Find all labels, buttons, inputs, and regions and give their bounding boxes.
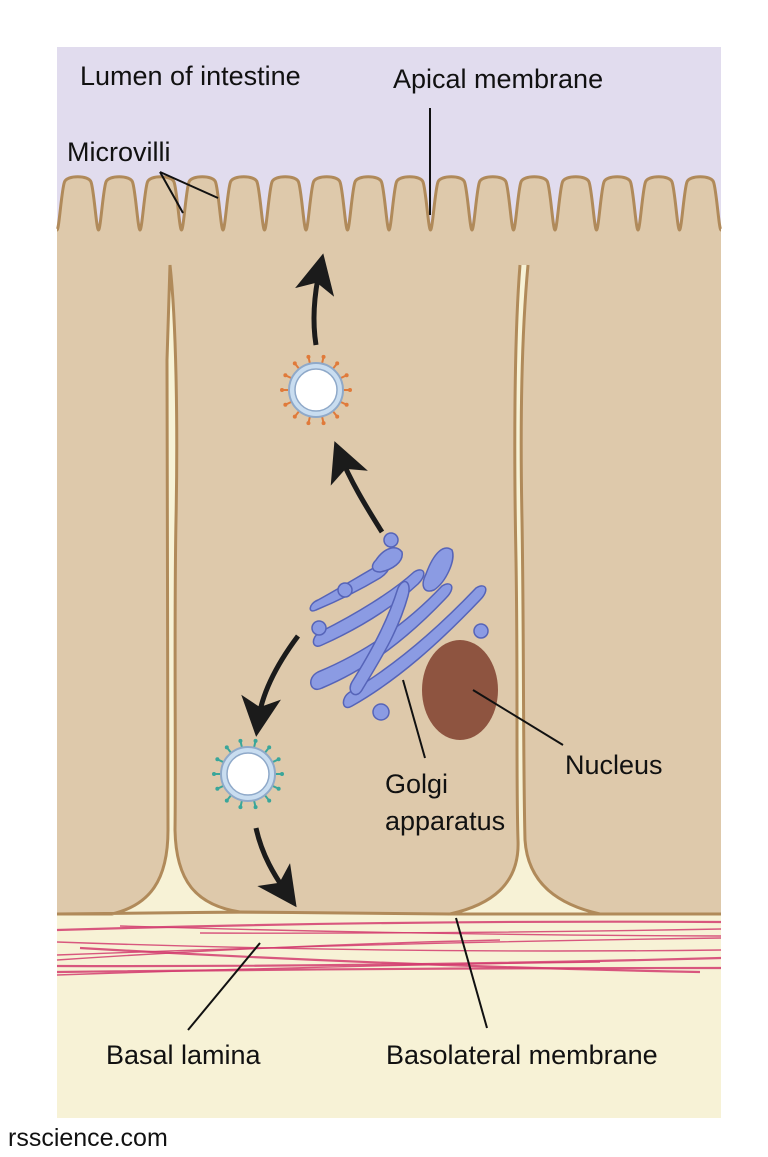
- arrow-golgi-up: [330, 441, 385, 534]
- vesicle-protein-head: [212, 772, 216, 776]
- fiber-strand: [56, 941, 722, 952]
- leader-microvilli-b: [159, 171, 219, 199]
- leader-microvilli-a: [159, 171, 184, 214]
- vesicle-protein-head: [238, 805, 243, 810]
- vesicle-protein-head: [321, 354, 326, 359]
- arrow-to-apical: [295, 253, 335, 346]
- vesicle-protein-head: [306, 421, 311, 426]
- vesicle-protein-head: [215, 786, 220, 791]
- basal-lamina-fibers: [56, 920, 722, 976]
- vesicle-protein-head: [253, 805, 258, 810]
- label-golgi-line1: Golgi: [385, 769, 448, 799]
- vesicle-protein-head: [292, 414, 297, 419]
- fiber-strand: [56, 939, 501, 961]
- leader-nucleus: [472, 689, 564, 746]
- vesicle-protein-head: [215, 757, 220, 762]
- vesicle-protein-head: [280, 772, 284, 776]
- label-golgi-line2: apparatus: [385, 806, 505, 836]
- vesicle-protein-head: [283, 402, 288, 407]
- vesicle-protein-head: [335, 414, 340, 419]
- vesicle-protein-head: [292, 361, 297, 366]
- vesicle-protein-head: [348, 388, 352, 392]
- label-basal-lamina: Basal lamina: [106, 1040, 262, 1070]
- vesicle-protein-head: [280, 388, 284, 392]
- label-nucleus: Nucleus: [565, 750, 663, 780]
- leader-basolateral: [455, 917, 488, 1029]
- vesicle-protein-head: [344, 373, 349, 378]
- vesicle-protein-head: [276, 757, 281, 762]
- label-microvilli: Microvilli: [67, 137, 171, 167]
- vesicle-protein-head: [224, 798, 229, 803]
- vesicle-protein-head: [238, 738, 243, 743]
- golgi-apparatus: [309, 532, 489, 721]
- basal-region: [57, 910, 721, 1118]
- fiber-strand: [56, 961, 601, 976]
- basolateral-membrane: [57, 910, 721, 916]
- apical-membrane-outline: [55, 175, 723, 232]
- arrow-golgi-down: [241, 634, 301, 737]
- vesicle-protein-head: [321, 421, 326, 426]
- fiber-strand: [56, 966, 722, 974]
- label-basolateral-membrane: Basolateral membrane: [386, 1040, 658, 1070]
- vesicle-protein-head: [335, 361, 340, 366]
- vesicle-protein-head: [344, 402, 349, 407]
- arrow-to-basolateral: [253, 827, 297, 908]
- vesicle-protein-head: [224, 745, 229, 750]
- label-apical-membrane: Apical membrane: [393, 64, 603, 94]
- credit-text: rsscience.com: [8, 1124, 168, 1152]
- vesicle-protein-head: [253, 738, 258, 743]
- basolateral-vesicle: [212, 738, 284, 810]
- leader-golgi: [402, 679, 426, 759]
- leader-lines: [159, 108, 564, 1031]
- vesicle-protein-head: [276, 786, 281, 791]
- vesicle-protein-head: [283, 373, 288, 378]
- apical-vesicle: [280, 354, 352, 426]
- leader-basal-lamina: [187, 942, 261, 1031]
- left-lateral-membrane: [56, 264, 241, 916]
- fiber-strand: [56, 956, 722, 968]
- vesicle-protein-head: [267, 745, 272, 750]
- label-lumen: Lumen of intestine: [80, 61, 301, 91]
- nucleus: [422, 640, 498, 740]
- vesicle-protein-head: [267, 798, 272, 803]
- vesicle-protein-head: [306, 354, 311, 359]
